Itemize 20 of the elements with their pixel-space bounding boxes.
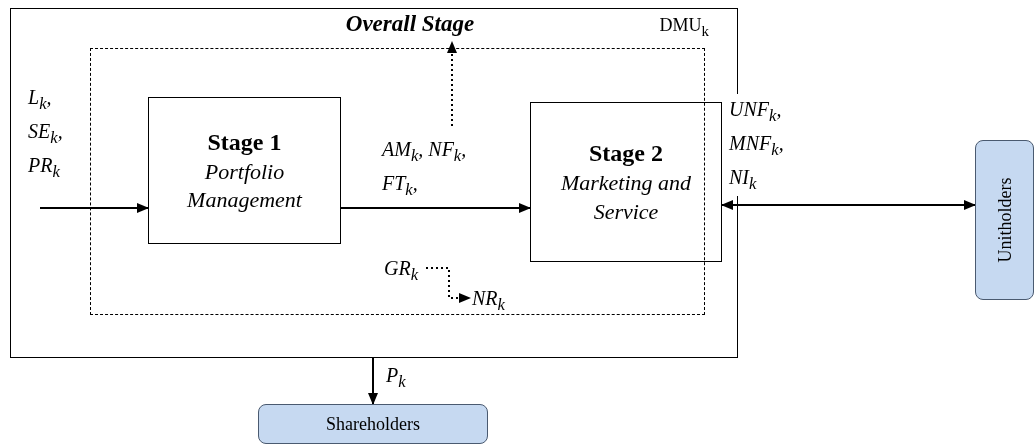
stakeholder-box [975, 140, 1034, 300]
stage-title: Stage 1 [206, 127, 283, 157]
stage-box [530, 102, 722, 262]
variable-label: NR$_{k}$ [472, 287, 505, 315]
stage-heading: Overall Stage [344, 11, 476, 38]
stage-subtitle: Marketing and Service [559, 169, 693, 226]
variable-label: GR$_{k}$ [384, 257, 419, 285]
stage-title: Stage 2 [588, 138, 664, 168]
stakeholder-label: Unitholders [994, 177, 1015, 263]
stakeholder-box [258, 404, 488, 444]
stakeholder-label: Shareholders [325, 413, 421, 435]
arrow [721, 200, 976, 210]
arrow [368, 357, 378, 405]
arrow [340, 203, 531, 213]
dmu-label: DMU$_{k}$ [659, 15, 709, 40]
arrow [425, 267, 471, 303]
arrow [447, 41, 457, 127]
arrow [39, 203, 149, 213]
stage-subtitle: Portfolio Management [186, 157, 304, 215]
stage-box [148, 97, 341, 244]
